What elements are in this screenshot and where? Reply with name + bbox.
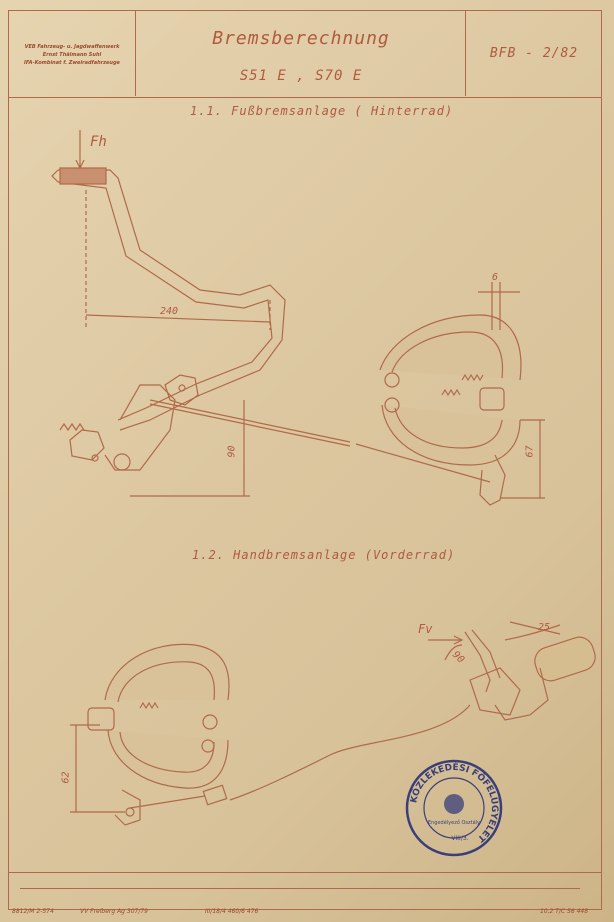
lever-mount	[469, 667, 521, 716]
brake-cable	[229, 704, 471, 801]
maker-line-1: VEB Fahrzeug- u. Jagdwaffenwerk	[24, 44, 120, 50]
title-cell: Bremsberechnung S51 E , S70 E	[136, 10, 466, 96]
front-upper-shoe	[104, 643, 230, 701]
dim-240: 240	[160, 306, 179, 317]
dim-25: 25	[538, 622, 551, 633]
stamp-emblem-icon	[444, 794, 464, 814]
section-1-heading: 1.1. Fußbremsanlage ( Hinterrad)	[190, 104, 454, 118]
print-code-mid2: III/18/4 460/6 476	[205, 908, 259, 915]
manufacturer-cell: VEB Fahrzeug- u. Jagdwaffenwerk Ernst Th…	[8, 10, 136, 96]
front-lower-shoe	[107, 729, 229, 789]
authority-stamp: KÖZLEKEDÉSI FŐFELÜGYELET Engedélyező Osz…	[405, 759, 503, 857]
pedal-arm-outline	[58, 169, 286, 431]
title-block: VEB Fahrzeug- u. Jagdwaffenwerk Ernst Th…	[8, 10, 602, 98]
number-cell: BFB - 2/82	[466, 10, 602, 96]
document-number: BFB - 2/82	[489, 46, 579, 61]
hand-lever	[464, 631, 491, 693]
maker-line-2: Ernst Thälmann Suhl	[42, 52, 102, 58]
hand-grip	[534, 636, 596, 682]
stamp-inner-text: Engedélyező Osztály	[428, 819, 480, 826]
print-code-mid1: VV Freiberg Ag 307/79	[80, 908, 149, 915]
dim-67: 67	[524, 445, 536, 458]
force-label-fh: Fh	[90, 134, 107, 150]
print-code-right: 10,2 T/C 56 448	[540, 908, 589, 915]
dim-6: 6	[492, 272, 499, 283]
document-title: Bremsberechnung	[212, 28, 390, 49]
print-code-left: 8812/M 2-574	[12, 908, 54, 915]
dim-90: 90	[226, 445, 238, 458]
footer-line	[20, 888, 580, 889]
pivot-hole	[113, 453, 131, 471]
section-2-heading: 1.2. Handbremsanlage (Vorderrad)	[192, 548, 456, 562]
model-names: S51 E , S70 E	[239, 68, 363, 84]
sheet-border	[8, 10, 602, 910]
dim-62: 62	[60, 771, 72, 784]
rear-lower-shoe	[381, 404, 521, 466]
rear-upper-shoe	[379, 314, 522, 381]
brake-rod	[149, 399, 351, 443]
return-spring	[59, 422, 85, 432]
stamp-number: VIII/3.	[451, 835, 468, 842]
force-label-fv: Fv	[418, 622, 433, 636]
maker-line-3: IFA-Kombinat f. Zweiradfahrzeuge	[24, 60, 120, 66]
pedal-tread	[59, 167, 107, 185]
footer-block	[8, 872, 602, 910]
